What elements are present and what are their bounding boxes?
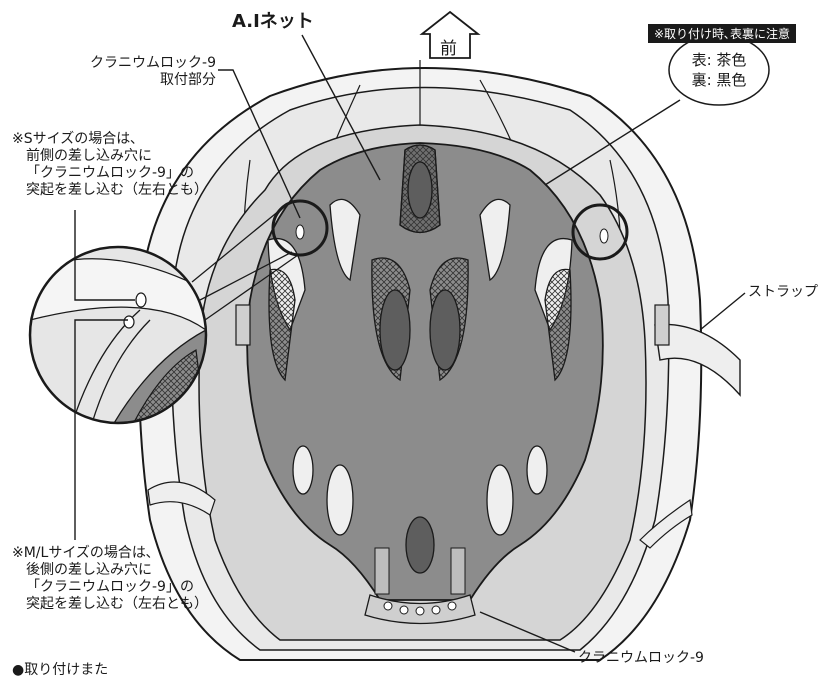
- front-arrow-label: 前: [440, 39, 457, 59]
- cranium-mount-label: クラニウムロック-9 取付部分: [90, 55, 216, 88]
- mount-circle-right: [571, 203, 629, 261]
- face-note-front: 表: 茶色: [691, 51, 747, 69]
- cranium-lock-label: クラニウムロック-9: [578, 650, 704, 666]
- page-title: A.Iネット: [232, 11, 314, 32]
- s-size-note: ※Sサイズの場合は､ 前側の差し込み穴に 「クラニウムロック-9」の 突起を差し…: [12, 131, 208, 198]
- mount-circle-left: [271, 199, 329, 257]
- strap: [654, 323, 741, 397]
- cutoff-text: ●取り付けまた: [12, 662, 109, 678]
- zoom-detail: [30, 247, 206, 423]
- face-note-back: 裏: 黒色: [691, 71, 747, 89]
- face-note: 表: 茶色 裏: 黒色: [677, 50, 761, 90]
- notice-badge: ※取り付け時､表裏に注意: [648, 24, 797, 43]
- front-arrow: [419, 10, 481, 59]
- strap-label: ストラップ: [748, 284, 818, 300]
- ml-size-note: ※M/Lサイズの場合は､ 後側の差し込み穴に 「クラニウムロック-9」の 突起を…: [12, 545, 208, 612]
